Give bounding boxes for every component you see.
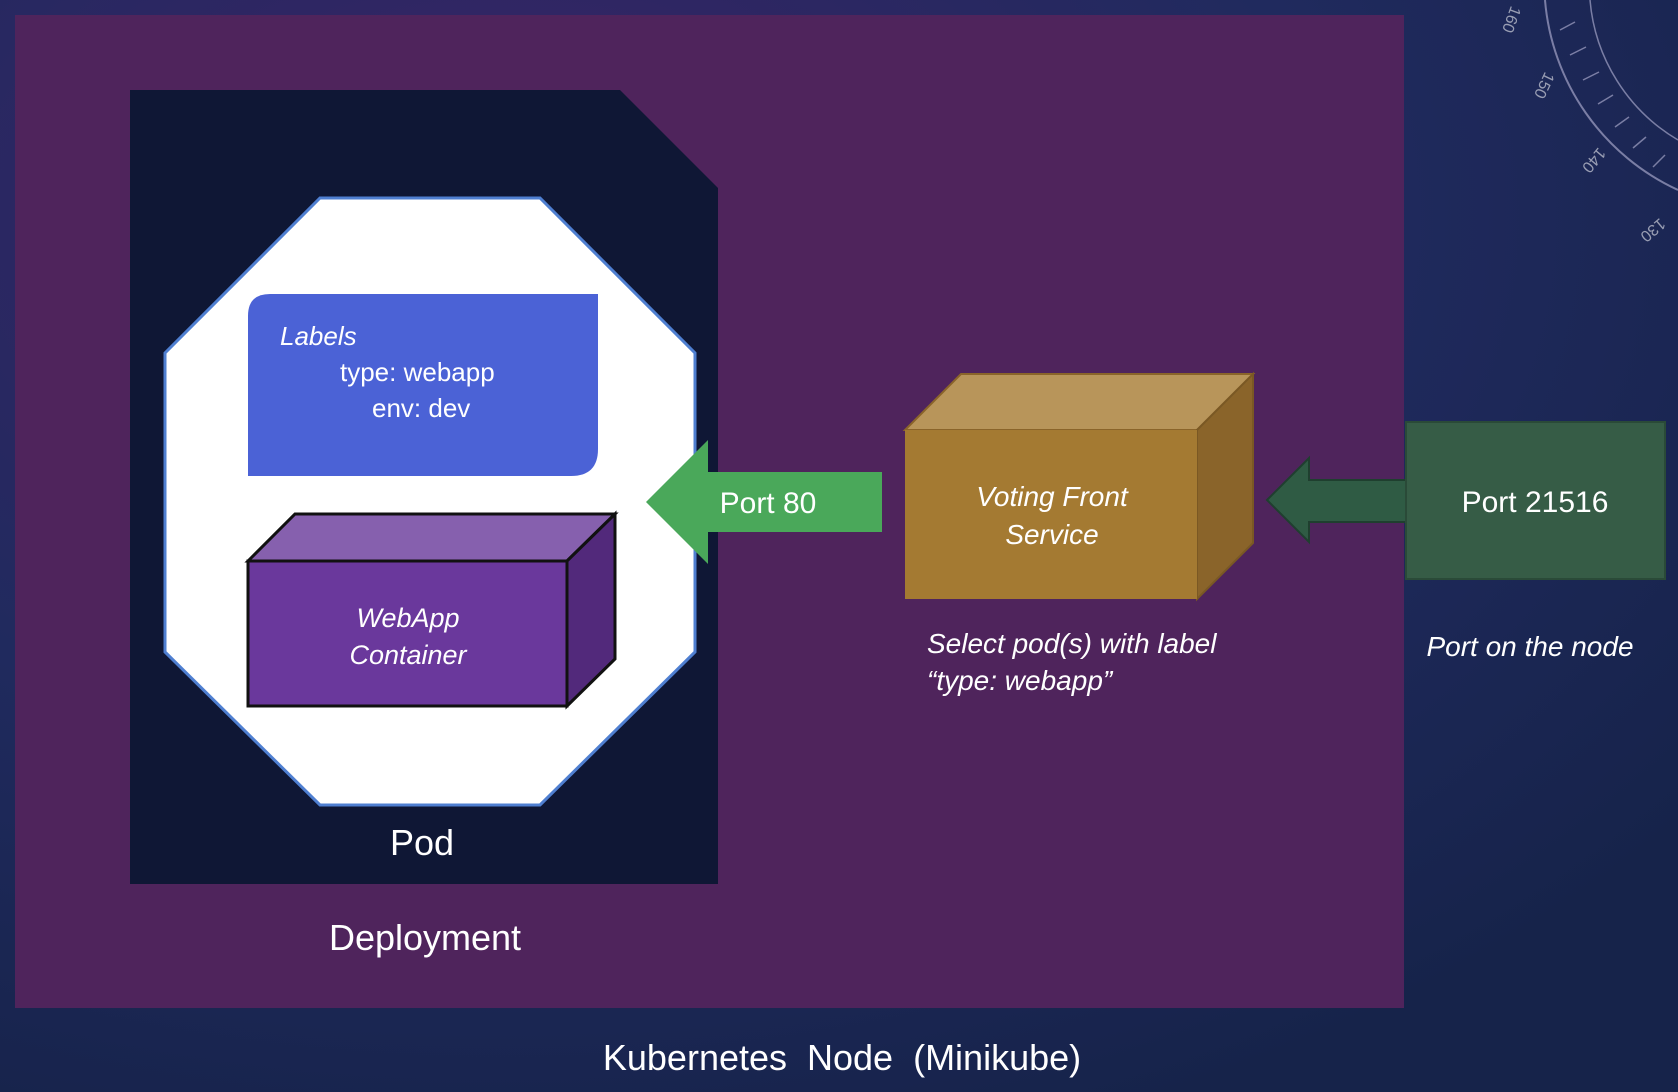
voting-front-service-cube	[902, 371, 1256, 602]
service-top-face	[902, 373, 1256, 431]
container-top-face	[244, 512, 619, 563]
service-label-line2: Service	[1005, 519, 1098, 550]
pod-label: Pod	[390, 822, 454, 863]
webapp-container-cube	[244, 510, 619, 710]
labels-box	[248, 294, 598, 476]
service-label-line1: Voting Front	[976, 481, 1129, 512]
node-port-box	[1405, 421, 1666, 580]
service-front-face	[905, 430, 1197, 599]
kubernetes-node-title: Kubernetes Node (Minikube)	[603, 1037, 1081, 1078]
node-port-caption: Port on the node	[1426, 631, 1633, 662]
container-front-face	[246, 559, 569, 708]
label-type-webapp: type: webapp	[340, 357, 495, 387]
service-caption-line2: “type: webapp”	[927, 665, 1114, 696]
pod-octagon	[163, 196, 697, 807]
label-env-dev: env: dev	[372, 393, 470, 423]
deployment-label: Deployment	[329, 917, 521, 958]
container-label-line1: WebApp	[356, 603, 459, 633]
labels-heading: Labels	[280, 321, 357, 351]
node-port-label: Port 21516	[1462, 486, 1609, 519]
port-80-label: Port 80	[720, 487, 817, 520]
port-80-arrow	[646, 440, 882, 564]
container-label-line2: Container	[349, 640, 467, 670]
service-caption-line1: Select pod(s) with label	[927, 628, 1217, 659]
